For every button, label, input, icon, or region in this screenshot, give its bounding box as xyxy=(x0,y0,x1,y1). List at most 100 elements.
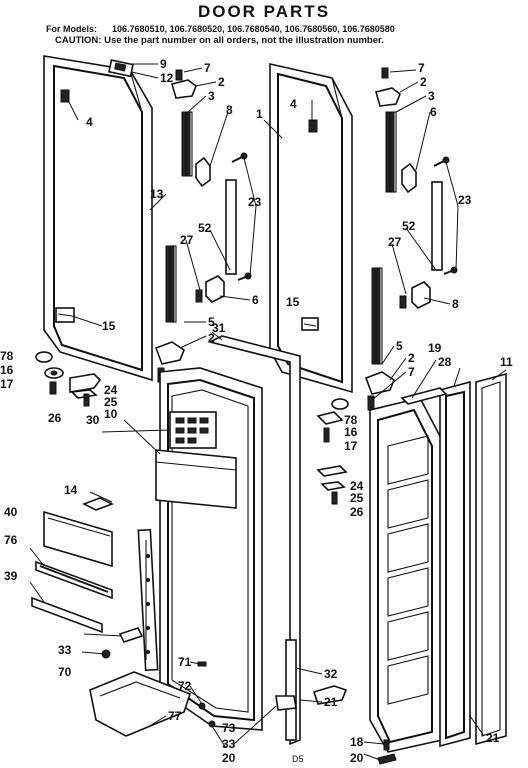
bottom-hinge-parts-right xyxy=(316,411,348,505)
label-25-left: 25 xyxy=(104,395,118,409)
label-13: 13 xyxy=(150,187,164,201)
label-77: 77 xyxy=(168,709,182,723)
side-trim-left xyxy=(137,528,159,672)
trim-strip-19 xyxy=(400,387,448,405)
models-label: For Models: xyxy=(46,24,97,34)
label-16-left: 16 xyxy=(0,363,14,377)
refrigerator-door-liner xyxy=(369,397,443,753)
label-6-left: 6 xyxy=(252,293,259,307)
dispenser-bin-40 xyxy=(43,510,113,568)
label-18: 18 xyxy=(350,735,364,749)
label-6-right: 6 xyxy=(430,105,437,119)
label-72: 72 xyxy=(178,679,192,693)
label-2-right-top: 2 xyxy=(420,75,427,89)
label-11: 11 xyxy=(500,355,513,369)
label-32: 32 xyxy=(324,667,338,681)
door-stop-4-right xyxy=(308,119,318,133)
label-16-right: 16 xyxy=(344,425,358,439)
label-71: 71 xyxy=(178,655,192,669)
lever-33-70 xyxy=(101,627,144,659)
label-39: 39 xyxy=(4,569,18,583)
gasket-strip-32 xyxy=(285,639,297,741)
label-52-right: 52 xyxy=(402,219,416,233)
label-12: 12 xyxy=(160,71,174,85)
label-27-right: 27 xyxy=(388,235,402,249)
refrigerator-door-outer-panel xyxy=(269,62,353,394)
label-26-right: 26 xyxy=(350,505,364,519)
label-8-left: 8 xyxy=(226,103,233,117)
label-73: 73 xyxy=(222,721,236,735)
door-gasket-11 xyxy=(475,372,507,746)
label-7-right-bottom: 7 xyxy=(408,365,415,379)
label-5-right: 5 xyxy=(396,339,403,353)
trim-76 xyxy=(35,560,113,600)
dispenser-actuator-14 xyxy=(82,497,114,511)
models-list: 106.7680510, 106.7680520, 106.7680540, 1… xyxy=(112,24,395,34)
label-28: 28 xyxy=(438,355,452,369)
label-19: 19 xyxy=(428,341,442,355)
label-78-left: 78 xyxy=(0,349,14,363)
label-33-right: 33 xyxy=(222,737,236,751)
dispenser-keypad xyxy=(175,417,209,444)
models-line: For Models: 106.7680510, 106.7680520, 10… xyxy=(46,24,395,34)
diagram-code: D5 xyxy=(292,754,304,764)
label-31: 31 xyxy=(212,321,226,335)
bottom-hinge-parts-left xyxy=(35,351,102,407)
label-33-left: 33 xyxy=(58,643,72,657)
door-gasket-28 xyxy=(439,380,471,748)
label-40: 40 xyxy=(4,505,18,519)
hinge-bracket-12 xyxy=(108,59,134,78)
trim-39 xyxy=(31,596,103,634)
label-7-right-top: 7 xyxy=(418,61,425,75)
hinge-parts-right xyxy=(331,67,458,411)
label-17-right: 17 xyxy=(344,439,358,453)
label-3-right: 3 xyxy=(428,89,435,103)
label-5-left: 5 xyxy=(208,315,215,329)
label-3-left: 3 xyxy=(208,89,215,103)
screw-18-20 xyxy=(377,739,397,765)
screws-71-72-33-20 xyxy=(197,661,216,728)
caution-note: CAUTION: Use the part number on all orde… xyxy=(55,35,384,46)
door-stop-4-left xyxy=(60,89,70,103)
mounting-bracket-15-left xyxy=(55,307,75,323)
mounting-bracket-15-right xyxy=(301,317,319,331)
label-20-left: 20 xyxy=(222,751,236,765)
part-number-labels: 9 12 7 2 3 8 4 13 23 52 27 6 15 5 2 31 7… xyxy=(0,57,513,765)
drip-tray-77 xyxy=(89,671,191,737)
label-76: 76 xyxy=(4,533,18,547)
label-25-right: 25 xyxy=(350,491,364,505)
label-24-left: 24 xyxy=(104,383,118,397)
label-24-right: 24 xyxy=(350,479,364,493)
label-27-left: 27 xyxy=(180,233,194,247)
label-14: 14 xyxy=(64,483,78,497)
label-2-left-bottom: 2 xyxy=(208,331,215,345)
label-7-left: 7 xyxy=(204,61,211,75)
label-9: 9 xyxy=(160,57,167,71)
label-1: 1 xyxy=(256,107,263,121)
label-2-right-bottom: 2 xyxy=(408,351,415,365)
label-8-right: 8 xyxy=(452,297,459,311)
label-52-left: 52 xyxy=(198,221,212,235)
freezer-door-outer-panel xyxy=(43,55,153,382)
label-70: 70 xyxy=(58,665,72,679)
lever-73 xyxy=(275,695,297,711)
label-21-right: 21 xyxy=(486,731,500,745)
label-10: 10 xyxy=(104,407,118,421)
label-15-left: 15 xyxy=(102,319,116,333)
label-15-right: 15 xyxy=(286,295,300,309)
leader-lines xyxy=(29,63,507,761)
page-title: DOOR PARTS xyxy=(197,2,331,21)
label-2-left-top: 2 xyxy=(218,75,225,89)
label-78-right: 78 xyxy=(344,413,358,427)
label-23-left: 23 xyxy=(248,195,262,209)
hinge-parts-left xyxy=(154,69,252,383)
label-17-left: 17 xyxy=(0,377,14,391)
label-30: 30 xyxy=(86,413,100,427)
label-21-left: 21 xyxy=(324,695,338,709)
label-26-left: 26 xyxy=(48,411,62,425)
freezer-door-liner xyxy=(155,367,263,731)
label-23-right: 23 xyxy=(458,193,472,207)
label-4-right: 4 xyxy=(290,97,297,111)
label-4-left: 4 xyxy=(86,115,93,129)
